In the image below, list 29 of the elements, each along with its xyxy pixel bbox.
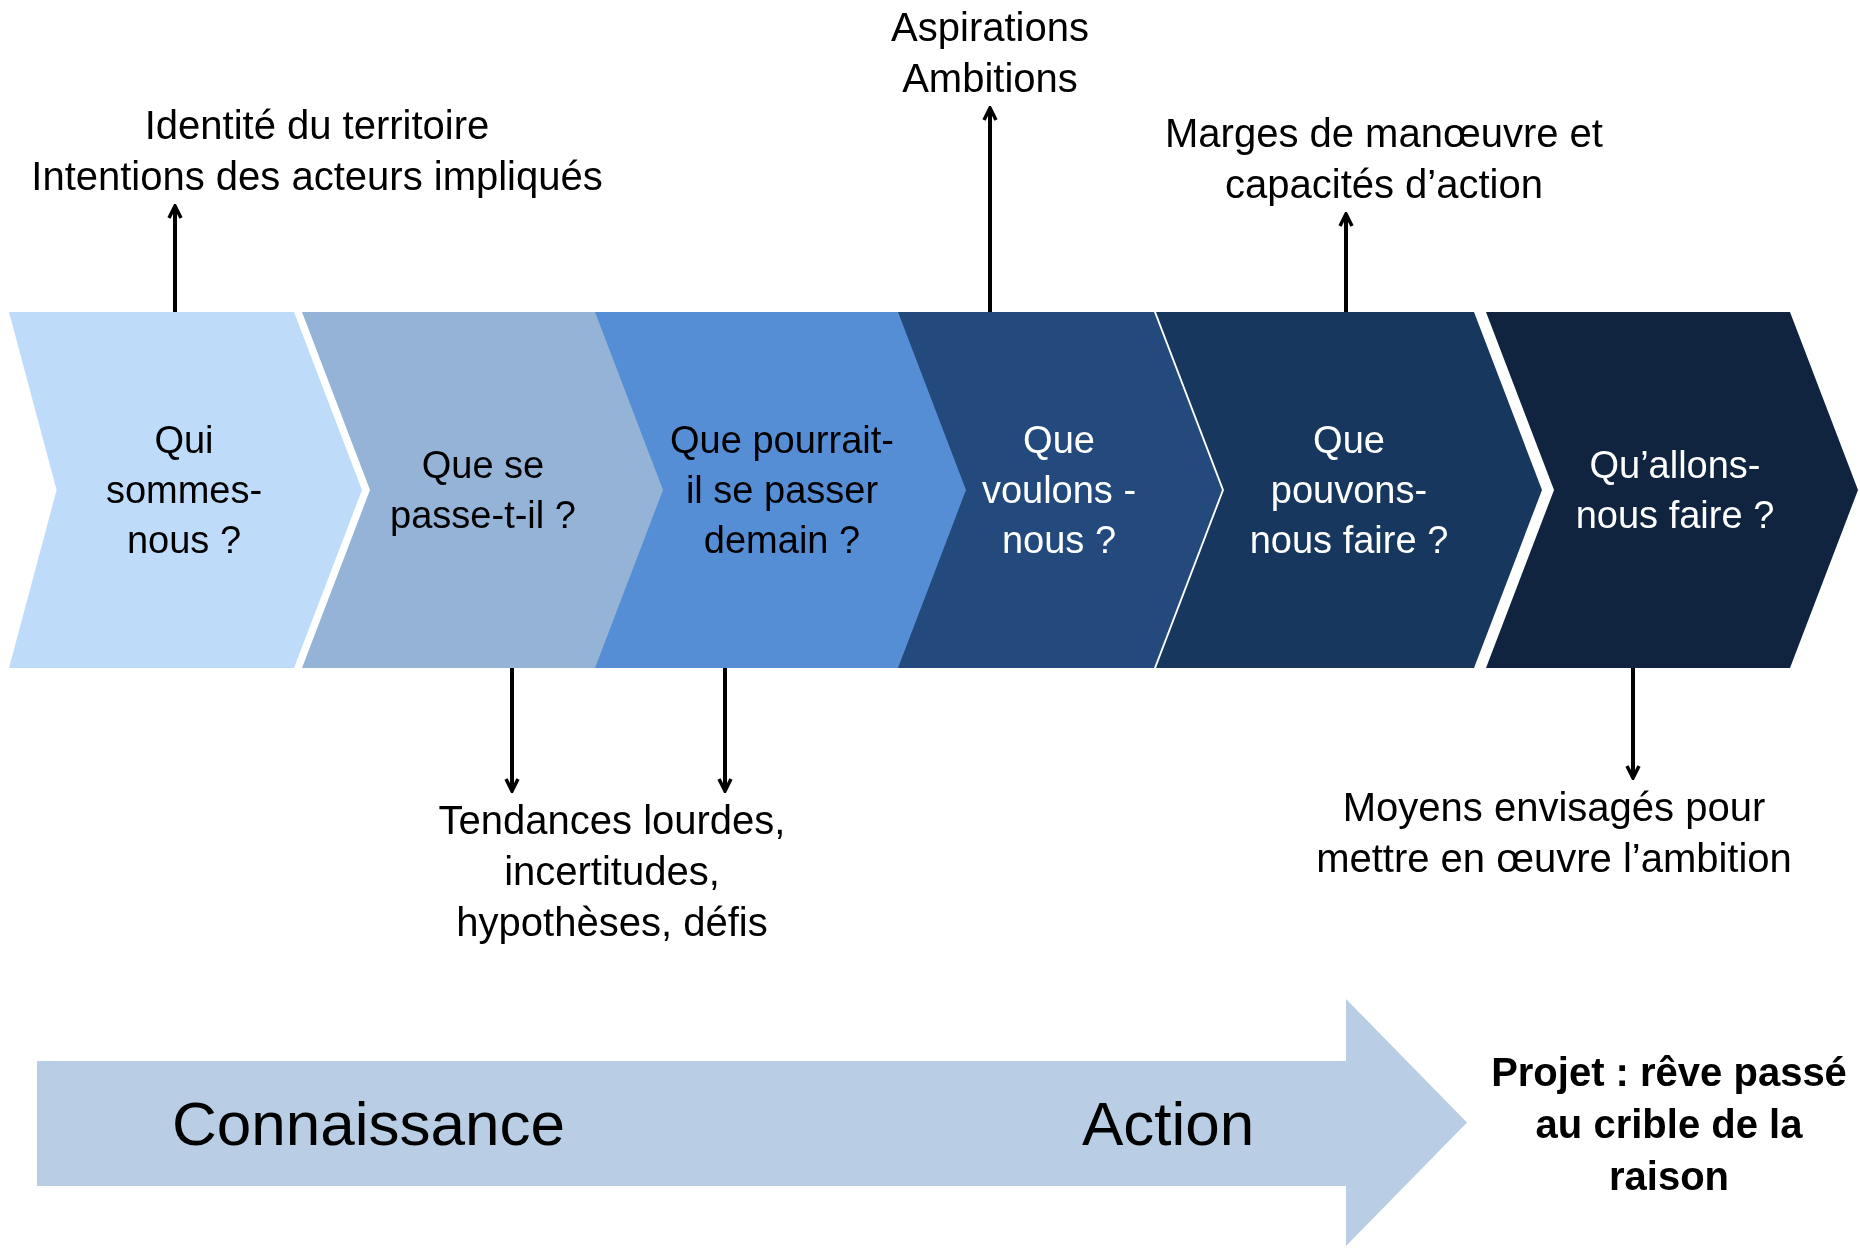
step-question: Qui sommes-nous ? [104,418,264,563]
annotation-text: Marges de manœuvre et capacités d’action [1164,110,1604,208]
step-question: Que voulons -nous ? [980,418,1138,563]
step-question: Que pourrait-il se passer demain ? [669,418,895,563]
step-question: Qu’allons-nous faire ? [1574,443,1776,538]
arrow [717,668,733,793]
chevron-step [898,312,1222,668]
chevron-step [302,312,664,668]
arrow [982,106,998,312]
chevron-step [9,312,362,668]
phase-label: Connaissance [172,1088,565,1159]
step-question: Que pouvons-nous faire ? [1248,418,1450,563]
arrow [1625,668,1641,780]
annotation-text: Intentions des acteurs impliqués [30,153,604,200]
annotation-text: Identité du territoire [143,102,491,149]
chevron-step [1156,312,1542,668]
arrow [1338,212,1354,312]
block-arrow [37,999,1467,1246]
annotation-text: Tendances lourdes, incertitudes, hypothèses, défis [437,797,787,946]
annotation-text: Ambitions [901,55,1079,102]
phase-label: Action [1082,1088,1255,1159]
conclusion-text: Projet : rêve passé au crible de la raison [1490,1049,1848,1200]
step-question: Que se passe-t-il ? [389,443,577,538]
chevron-step [595,312,967,668]
annotation-text: Moyens envisagés pour mettre en œuvre l’ambition [1315,784,1793,882]
arrow [504,668,520,793]
chevron-step [1486,312,1858,668]
annotation-text: Aspirations [890,4,1090,51]
arrow [167,204,183,312]
